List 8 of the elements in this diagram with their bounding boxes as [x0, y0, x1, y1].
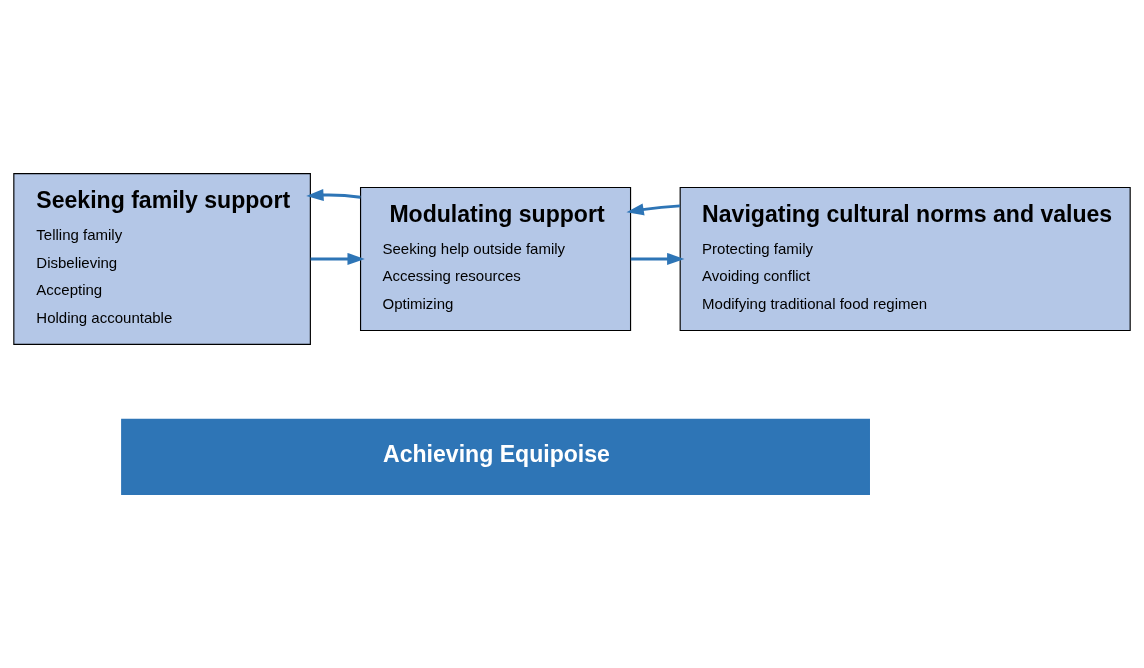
node-box: Navigating cultural norms and values Protecting family Avoiding conflict Modifying traditional food regimen: [679, 186, 1131, 332]
node-box: Modulating support Seeking help outside family Accessing resources Optimizing: [360, 186, 632, 332]
arrow: [630, 252, 685, 266]
arrow: [626, 203, 681, 216]
arrow: [310, 252, 365, 266]
node-box: Achieving Equipoise: [121, 418, 870, 495]
node-box: Seeking family support Telling family Disbelieving Accepting Holding accountable: [13, 173, 311, 345]
arrow: [306, 188, 361, 202]
